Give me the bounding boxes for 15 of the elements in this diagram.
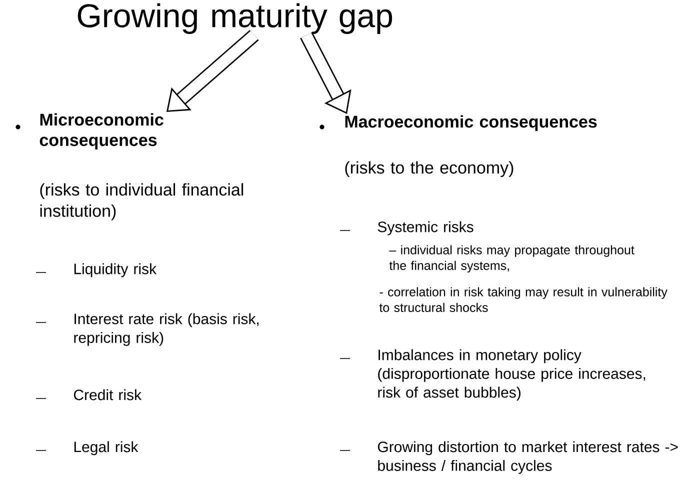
list-text: Legal risk (74, 441, 138, 456)
list-text: Imbalances in monetary policy (disproportionate house price increases, risk of asset bubbles) (378, 349, 646, 401)
heading-text: Macroeconomic consequences (345, 115, 597, 132)
list-text: Credit risk (74, 389, 142, 400)
block-arrow (300, 32, 352, 114)
heading-text: Microeconomic consequences (40, 113, 164, 150)
list-text: - correlation in risk taking may result in vulnerability to structural shocks (379, 287, 668, 312)
title-text: Growing maturity gap (78, 3, 392, 34)
list-text: (risks to the economy) (345, 161, 514, 178)
list-text: Interest rate risk (basis risk, repricing risk) (74, 313, 259, 346)
list-text: – individual risks may propagate throughout the financial systems, (389, 245, 634, 272)
list-text: Growing distortion to market interest rates -> business / financial cycles (378, 441, 678, 474)
list-text: Systemic risks (378, 221, 474, 236)
list-text: Liquidity risk (74, 263, 157, 278)
list-text: (risks to individual financial institution) (40, 183, 244, 220)
